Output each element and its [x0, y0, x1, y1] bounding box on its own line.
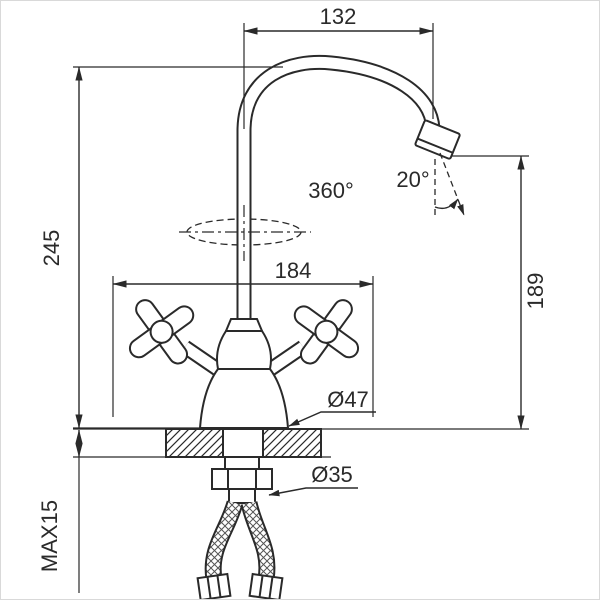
right-hose-braid	[242, 501, 274, 581]
dimension-189: 189	[451, 155, 548, 430]
dimension-132: 132	[243, 4, 434, 129]
dimension-diameter-35: Ø35	[268, 462, 358, 497]
nozzle-angle-construction	[434, 152, 465, 216]
dim-132-label: 132	[320, 4, 357, 29]
dimension-max15: MAX15	[37, 429, 83, 593]
angle-20-label: 20°	[396, 167, 429, 192]
dim-245-label: 245	[39, 230, 64, 267]
counter-hatch-left	[167, 430, 222, 456]
faucet-drawing	[73, 54, 529, 599]
dim-max15-label: MAX15	[37, 500, 62, 572]
dim-189-label: 189	[523, 273, 548, 310]
dia-47-label: Ø47	[327, 387, 369, 412]
left-hose-fitting	[196, 572, 232, 599]
dim-184-label: 184	[275, 258, 312, 283]
dimension-245: 245	[39, 66, 283, 429]
right-hose-fitting	[248, 572, 284, 599]
dimension-diameter-47: Ø47	[288, 387, 376, 427]
threaded-shank	[224, 456, 260, 470]
dimension-184: 184	[112, 258, 374, 417]
aerator	[414, 119, 461, 160]
swivel-360-label: 360°	[308, 178, 354, 203]
dimension-swivel-360: 360°	[308, 178, 354, 203]
angle-arc	[434, 198, 459, 210]
dia-35-label: Ø35	[311, 462, 353, 487]
left-handle-stem	[181, 342, 227, 378]
escutcheon-base	[198, 368, 290, 429]
mounting-nut	[211, 468, 273, 490]
right-cross-handle	[293, 299, 360, 365]
mixer-body	[216, 330, 272, 370]
spout-body	[238, 56, 439, 339]
counter-hatch-right	[264, 430, 320, 456]
spout-flange	[224, 318, 264, 332]
hose-adapter	[228, 488, 256, 504]
spray-axis-dashed	[439, 152, 465, 216]
left-cross-handle	[128, 299, 195, 365]
dimension-angle-20: 20°	[396, 167, 429, 192]
left-hose-braid	[206, 501, 242, 581]
right-handle-stem	[261, 342, 307, 378]
